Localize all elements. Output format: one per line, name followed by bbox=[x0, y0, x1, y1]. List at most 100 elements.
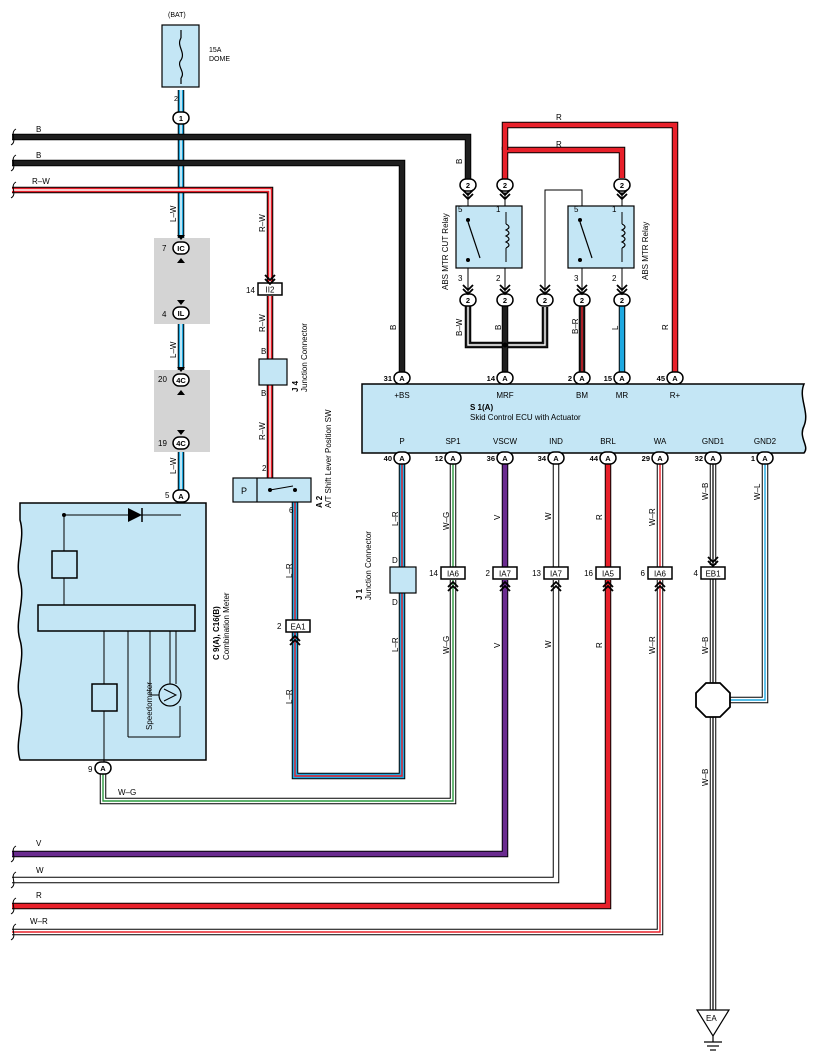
mtr-conn-bottom-right-label: 2 bbox=[620, 296, 624, 305]
ecu-top-pin-+BS-label: A bbox=[399, 374, 405, 383]
arrow-il-top bbox=[177, 300, 185, 305]
lower-conn-3 bbox=[595, 566, 621, 580]
wire-wr-1-stripe bbox=[12, 580, 661, 933]
abs-mtr-cut-relay bbox=[455, 205, 523, 269]
wire-r-1 bbox=[12, 580, 611, 909]
j4-b-bottom: B bbox=[261, 389, 266, 398]
ecu-top-pin-num-+BS: 31 bbox=[384, 374, 392, 383]
lower-chev-2-2 bbox=[550, 580, 562, 588]
wire-label-w-bottom: W bbox=[544, 640, 553, 648]
wire-label-rw: R–W bbox=[32, 177, 50, 186]
ecu-id: S 1(A) bbox=[470, 403, 493, 412]
a2-id: A 2 bbox=[315, 495, 324, 508]
ground-label: EA bbox=[706, 1014, 717, 1023]
wire-label-rw-3: R–W bbox=[258, 422, 267, 440]
wire-label-w-top: W bbox=[544, 512, 553, 520]
fuse-pin: 2 bbox=[174, 96, 178, 103]
ecu-bottom-pin-BRL-label: A bbox=[605, 454, 611, 463]
wire-rw-1-stripe bbox=[12, 189, 271, 282]
chev-ea1-2 bbox=[289, 634, 301, 642]
relay-chev-1-2 bbox=[499, 288, 511, 296]
ecu-bottom-pin-GND1-label: A bbox=[710, 454, 716, 463]
mtr-pin-2: 2 bbox=[612, 274, 617, 283]
dynamic-labels: 31+BS14MRF2BM15MR45R+40P12SP136VSCW34IND… bbox=[384, 374, 777, 578]
arrow-4c-top bbox=[177, 367, 185, 372]
ecu-bottom-pin-num-BRL: 44 bbox=[590, 454, 599, 463]
wire-lr-2-outline bbox=[291, 593, 406, 780]
mtr-conn-mid-label: 2 bbox=[543, 296, 547, 305]
cut-conn-bottom-right-label: 2 bbox=[503, 296, 507, 305]
bottom-wire-label-w: W bbox=[36, 866, 44, 875]
lower-conn-1 bbox=[492, 566, 518, 580]
wire-label-b-mid: B bbox=[494, 325, 503, 330]
conn-ea1-label: EA1 bbox=[290, 623, 306, 632]
wire-wl-stripe bbox=[730, 456, 766, 701]
lower-chev-4 bbox=[654, 584, 666, 592]
wire-label-lr-2: L–R bbox=[285, 689, 294, 704]
ecu-bottom-pin-IND-label: A bbox=[553, 454, 559, 463]
wire-label-b-left: B bbox=[389, 325, 398, 330]
ecu-top-pin-MRF-label: A bbox=[502, 374, 508, 383]
ecu-top-pin-num-MR: 15 bbox=[604, 374, 612, 383]
mtr-conn-top-label: 2 bbox=[620, 181, 624, 190]
ecu-top-pin-BM bbox=[573, 371, 591, 385]
ground-ea bbox=[695, 1009, 731, 1051]
lower-conn-4 bbox=[647, 566, 673, 580]
lower-conn-pin-1: 2 bbox=[486, 569, 491, 578]
ecu-bottom-pin-num-VSCW: 36 bbox=[487, 454, 495, 463]
wire-label-wb-mid: W–B bbox=[701, 637, 710, 654]
ecu-bottom-pin-name-P: P bbox=[399, 437, 404, 446]
lower-chev-3-2 bbox=[602, 580, 614, 588]
cut-conn-bottom-left-label: 2 bbox=[466, 296, 470, 305]
ecu-bottom-pin-WA bbox=[651, 451, 669, 465]
wires-layer bbox=[12, 90, 769, 1010]
relay-chev-1 bbox=[499, 284, 511, 292]
j1-d-bottom: D bbox=[392, 598, 398, 607]
wire-r-relay-top bbox=[502, 122, 678, 378]
ecu-bottom-pin-num-SP1: 12 bbox=[435, 454, 443, 463]
chev-ii2 bbox=[264, 274, 276, 282]
ecu-bottom-pin-num-WA: 29 bbox=[642, 454, 650, 463]
conn-ic-label: IC bbox=[177, 244, 185, 253]
lower-chev-3 bbox=[602, 584, 614, 592]
ecu-bottom-pin-name-IND: IND bbox=[549, 437, 563, 446]
ecu-top-pin-R+-label: A bbox=[672, 374, 678, 383]
lower-conn-pin-4: 6 bbox=[641, 569, 646, 578]
lower-chev-0 bbox=[447, 584, 459, 592]
lower-chev-0-2 bbox=[447, 580, 459, 588]
bottom-wire-label-v: V bbox=[36, 839, 42, 848]
j4-b-top: B bbox=[261, 347, 266, 356]
wire-label-wr-bottom: W–R bbox=[648, 636, 657, 654]
wire-label-r-top: R bbox=[556, 113, 562, 122]
ecu-top-pin-name-MRF: MRF bbox=[496, 391, 513, 400]
chev-ii2-2 bbox=[264, 278, 276, 286]
ecu-top-pin-num-BM: 2 bbox=[568, 374, 572, 383]
ecu-bottom-pin-P-label: A bbox=[399, 454, 405, 463]
wire-label-b1: B bbox=[36, 125, 41, 134]
ecu-top-pin-name-MR: MR bbox=[616, 391, 629, 400]
relay-chev-2-2 bbox=[539, 288, 551, 296]
ecu-bottom-pin-name-GND1: GND1 bbox=[702, 437, 725, 446]
conn-il-label: IL bbox=[178, 309, 185, 318]
wire-b-1 bbox=[12, 134, 471, 185]
conn-ii2-label: II2 bbox=[266, 286, 275, 295]
relay-chev-4 bbox=[616, 284, 628, 292]
ecu-top-pin-MR bbox=[613, 371, 631, 385]
wire-label-wr-top: W–R bbox=[648, 508, 657, 526]
pin-meter-top: 5 bbox=[165, 491, 170, 500]
wire-label-lw-1: L–W bbox=[169, 205, 178, 222]
ecu-bottom-pin-name-WA: WA bbox=[654, 437, 667, 446]
wire-label-v-bottom: V bbox=[493, 642, 502, 648]
a2-name: A/T Shift Lever Position SW bbox=[324, 409, 333, 508]
wire-label-r-side: R bbox=[661, 324, 670, 330]
ecu-top-pin-+BS bbox=[393, 371, 411, 385]
ecu-bottom-pin-num-GND2: 1 bbox=[751, 454, 755, 463]
wire-break-3 bbox=[10, 845, 17, 863]
meter-id: C 9(A), C16(B) bbox=[212, 606, 221, 660]
fuse-name: DOME bbox=[209, 56, 230, 63]
fuse-rating: 15A bbox=[209, 47, 222, 54]
pin-ii2: 14 bbox=[246, 286, 255, 295]
wire-label-lr-top: L–R bbox=[391, 511, 400, 526]
wire-relay-link bbox=[544, 189, 583, 294]
